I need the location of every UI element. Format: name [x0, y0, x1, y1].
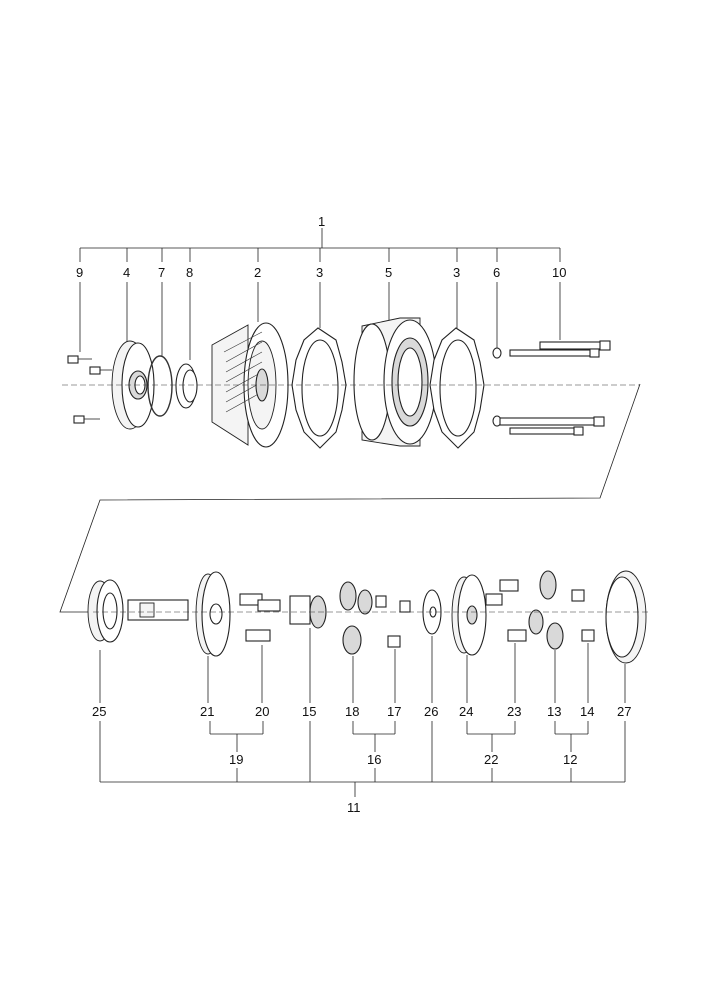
label-7: 7 — [158, 265, 165, 280]
label-16: 16 — [367, 752, 381, 767]
label-17: 17 — [387, 704, 401, 719]
carrier-24 — [451, 574, 487, 656]
seal-ring-8 — [175, 363, 198, 409]
part-number-labels: 1 9 4 7 8 2 3 5 3 6 10 25 21 20 15 18 17… — [76, 214, 631, 815]
label-14: 14 — [580, 704, 594, 719]
planet-gear-13-parts — [528, 570, 564, 650]
label-24: 24 — [459, 704, 473, 719]
label-26: 26 — [424, 704, 438, 719]
bolt-9-parts — [67, 355, 112, 424]
gasket-3-left — [291, 327, 347, 449]
label-8: 8 — [186, 265, 193, 280]
lower-assembly — [87, 570, 650, 664]
label-15: 15 — [302, 704, 316, 719]
bushing-17-parts — [375, 595, 411, 648]
lower-leader-lines — [99, 628, 626, 797]
upper-leader-lines — [79, 228, 561, 360]
planet-gear-18-parts — [339, 581, 373, 655]
gasket-3-right — [429, 327, 485, 449]
bearing-25 — [87, 579, 124, 643]
bushing-14-parts — [571, 589, 595, 642]
label-18: 18 — [345, 704, 359, 719]
label-25: 25 — [92, 704, 106, 719]
long-bolt-10-parts — [499, 340, 611, 436]
label-21: 21 — [200, 704, 214, 719]
label-27: 27 — [617, 704, 631, 719]
assembly-connector-outline — [59, 383, 641, 613]
label-13: 13 — [547, 704, 561, 719]
label-6: 6 — [493, 265, 500, 280]
planet-housing-2 — [211, 322, 289, 448]
o-ring-7 — [147, 355, 173, 417]
label-4: 4 — [123, 265, 130, 280]
label-19: 19 — [229, 752, 243, 767]
pin-23-parts — [485, 579, 527, 642]
ring-gear-5 — [353, 317, 437, 447]
label-12: 12 — [563, 752, 577, 767]
label-5: 5 — [385, 265, 392, 280]
label-9: 9 — [76, 265, 83, 280]
shaft-21 — [127, 571, 231, 657]
washer-6-parts — [492, 347, 502, 427]
seal-ring-27 — [605, 570, 647, 664]
label-2: 2 — [254, 265, 261, 280]
label-22: 22 — [484, 752, 498, 767]
label-11: 11 — [347, 800, 361, 815]
label-3-right: 3 — [453, 265, 460, 280]
label-1: 1 — [318, 214, 325, 229]
label-23: 23 — [507, 704, 521, 719]
upper-assembly — [62, 317, 640, 449]
pin-20-parts — [239, 593, 281, 642]
label-10: 10 — [552, 265, 566, 280]
label-20: 20 — [255, 704, 269, 719]
label-3-left: 3 — [316, 265, 323, 280]
